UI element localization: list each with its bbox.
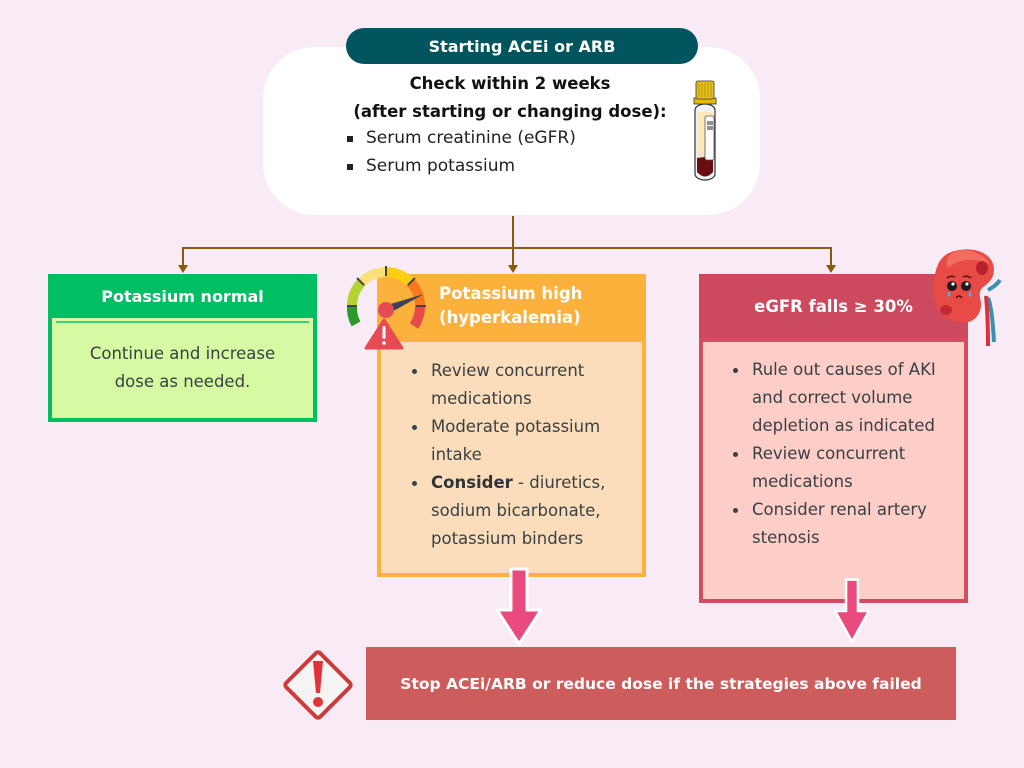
consider-text: - diuretics, sodium bicarbonate, potassi…: [431, 473, 606, 548]
check-heading: Check within 2 weeks (after starting or …: [300, 70, 720, 126]
list-item: Review concurrent medications: [410, 357, 640, 413]
check-item: Serum creatinine (eGFR): [346, 124, 576, 152]
normal-text-line-1: Continue and increase: [89, 344, 276, 363]
potassium-high-list: Review concurrent medications Moderate p…: [410, 357, 640, 553]
list-item: Moderate potassium intake: [410, 413, 640, 469]
check-line-2: (after starting or changing dose):: [353, 102, 667, 121]
list-item: Consider - diuretics, sodium bicarbonate…: [410, 469, 640, 553]
list-item: Consider renal artery stenosis: [731, 496, 961, 552]
down-arrow-icon: [495, 567, 543, 646]
arrowhead-center: [508, 265, 518, 273]
stop-action-box: Stop ACEi/ARB or reduce dose if the stra…: [366, 647, 956, 720]
potassium-normal-text: Continue and increase dose as needed.: [52, 340, 313, 396]
potassium-normal-header: Potassium normal: [48, 274, 317, 318]
egfr-falls-list: Rule out causes of AKI and correct volum…: [731, 356, 961, 552]
blood-test-tube-icon: [693, 80, 717, 181]
warning-diamond-icon: [283, 650, 353, 720]
check-list: Serum creatinine (eGFR) Serum potassium: [346, 124, 576, 180]
gauge-warning-icon: [346, 266, 426, 350]
egfr-falls-header: eGFR falls ≥ 30%: [699, 274, 968, 338]
potassium-normal-inner: [56, 321, 309, 418]
consider-label: Consider: [431, 473, 513, 492]
list-item: Rule out causes of AKI and correct volum…: [731, 356, 961, 440]
egfr-falls-body: [699, 338, 968, 603]
check-line-1: Check within 2 weeks: [409, 74, 611, 93]
potassium-high-body: [377, 338, 646, 577]
monitoring-card: [263, 47, 760, 215]
potassium-normal-body: Continue and increase dose as needed.: [48, 318, 317, 422]
sad-kidney-icon: [933, 249, 1002, 347]
list-item: Review concurrent medications: [731, 440, 961, 496]
arrowhead-right: [826, 265, 836, 273]
normal-text-line-2: dose as needed.: [114, 372, 251, 391]
down-arrow-icon: [833, 578, 871, 643]
check-item: Serum potassium: [346, 152, 576, 180]
high-title-line-2: (hyperkalemia): [439, 308, 581, 327]
arrowhead-left: [178, 265, 188, 273]
high-title-line-1: Potassium high: [439, 284, 583, 303]
start-title-pill: Starting ACEi or ARB: [346, 28, 698, 64]
